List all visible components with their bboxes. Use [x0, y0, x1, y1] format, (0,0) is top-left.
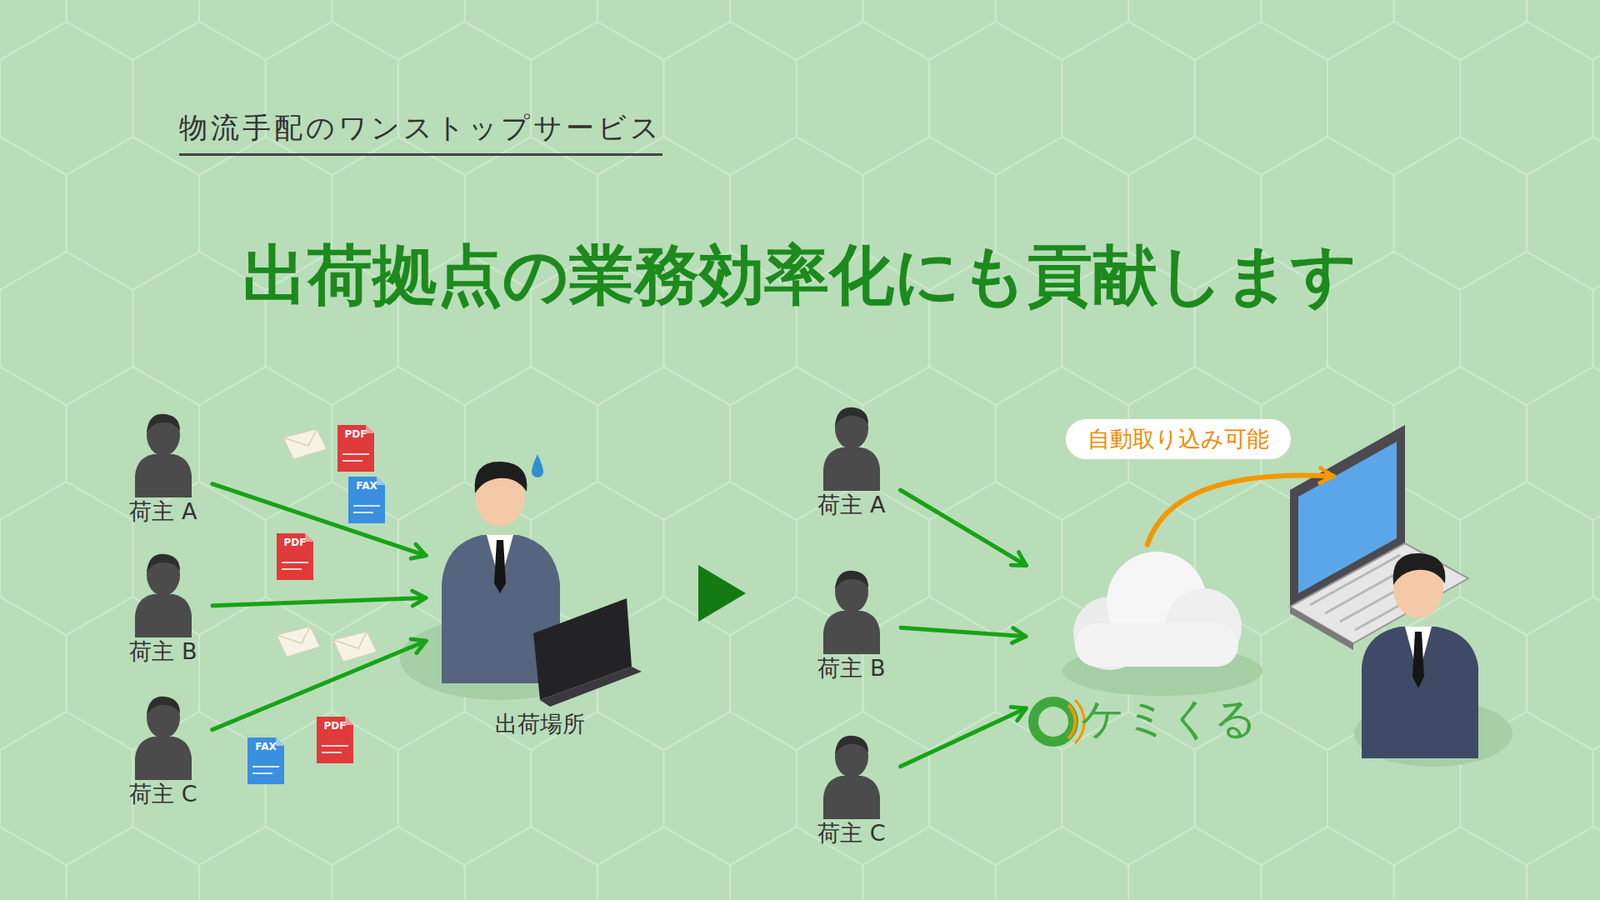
icon-text: PDF: [337, 428, 375, 440]
shipper-node: 荷主 A: [117, 410, 210, 525]
icon-text: PDF: [276, 536, 314, 549]
shipper-figure: [823, 570, 880, 655]
logo-text: ケミくる: [1080, 693, 1258, 744]
figure-label: 荷主 C: [129, 780, 197, 808]
shipper-node: 荷主 B: [805, 566, 898, 682]
envelope-icon: [276, 626, 320, 657]
shipper-node: 荷主 A: [805, 403, 898, 519]
envelope-icon: [283, 429, 327, 460]
icon-text: FAX: [348, 480, 385, 492]
envelope-icon: [333, 631, 377, 662]
cloud-service-node: ケミくる: [1029, 541, 1292, 750]
figure-label: 荷主 A: [817, 491, 885, 519]
flow-arrow: [212, 484, 426, 556]
flow-arrow: [900, 708, 1027, 767]
flow-arrow: [212, 640, 427, 730]
edge-label: 自動取り込み可能: [1065, 419, 1291, 460]
flow-arrow: [1147, 475, 1334, 545]
worker-figure: [400, 454, 642, 707]
shipper-figure: [135, 414, 192, 498]
title: 出荷拠点の業務効率化にも貢献します: [0, 235, 1600, 315]
shipper-node: 荷主 B: [117, 550, 210, 665]
figure-label: 出荷場所: [495, 710, 585, 738]
flow-arrow: [212, 597, 426, 605]
figure-label: 荷主 B: [129, 638, 197, 665]
logo-mark: [1033, 700, 1085, 744]
transition-arrow: [698, 565, 746, 622]
shipping-place-node: 出荷場所: [429, 450, 650, 738]
figure-label: 荷主 C: [817, 820, 885, 847]
shipper-node: 荷主 C: [117, 692, 210, 808]
icon-text: FAX: [247, 740, 285, 753]
cloud-icon: [1062, 551, 1263, 696]
icon-text: PDF: [316, 720, 354, 732]
office-user-node: [1333, 416, 1500, 767]
flow-arrow: [900, 627, 1026, 637]
figure-label: 荷主 A: [129, 498, 197, 525]
shipper-figure: [823, 407, 880, 491]
shipper-node: 荷主 C: [805, 731, 898, 847]
figure-label: 荷主 B: [817, 655, 885, 682]
shipper-figure: [135, 696, 192, 780]
shipper-figure: [135, 554, 192, 638]
flow-arrow: [900, 490, 1026, 566]
shipper-figure: [823, 735, 880, 820]
subheading: 物流手配のワンストップサービス: [179, 108, 663, 156]
